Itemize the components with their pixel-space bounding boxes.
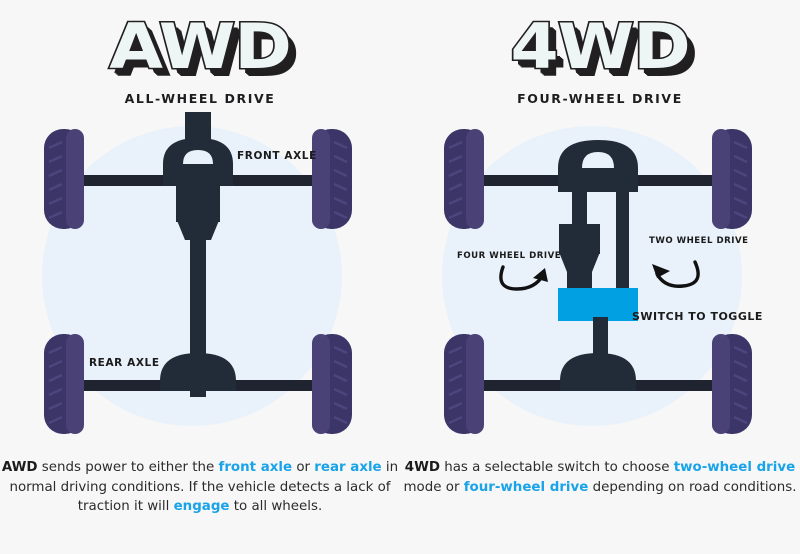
awd-subtitle: ALL-WHEEL DRIVE (124, 91, 276, 106)
caption-run-2: front axle (218, 460, 293, 475)
caption-run-0: 4WD (404, 460, 440, 475)
two-wheel-drive-arrow-icon (655, 260, 700, 288)
two-wheel-drive-shaft (616, 188, 629, 274)
front-differential-cap (183, 150, 213, 164)
label-switch-to-toggle: SWITCH TO TOGGLE (632, 310, 763, 323)
tire-front-right (712, 129, 752, 229)
four-wheel-drive-arrow-icon (499, 265, 545, 291)
four-wheel-drive-arrowhead-icon (533, 268, 548, 282)
awd-drivetrain-svg: FRONT AXLE REAR AXLE (44, 112, 352, 434)
caption-run-4: rear axle (314, 460, 382, 475)
toggle-switch[interactable] (558, 288, 638, 321)
label-two-wheel-drive: TWO WHEEL DRIVE (649, 236, 749, 246)
label-rear-axle: REAR AXLE (89, 357, 160, 369)
tire-rear-right (312, 334, 352, 434)
four-wheel-drive-taper (559, 252, 600, 272)
label-front-axle: FRONT AXLE (237, 150, 317, 162)
caption-run-4: four-wheel drive (463, 479, 589, 495)
caption-run-3: or (292, 460, 315, 475)
front-diff-taper (176, 218, 220, 240)
4wd-title-block: 4WD FOUR-WHEEL DRIVE (400, 0, 800, 106)
rear-differential (560, 353, 636, 391)
panel-awd: AWD ALL-WHEEL DRIVE (0, 0, 400, 517)
four-wheel-drive-shaft (572, 188, 587, 233)
awd-title-block: AWD ALL-WHEEL DRIVE (0, 0, 400, 106)
tire-front-left (444, 129, 484, 229)
caption-run-1: sends power to either the (37, 460, 219, 475)
4wd-caption: 4WD has a selectable switch to choose tw… (400, 458, 800, 497)
label-four-wheel-drive: FOUR WHEEL DRIVE (457, 251, 561, 261)
caption-run-0: AWD (1, 460, 38, 475)
caption-run-3: mode or (403, 479, 464, 495)
caption-run-1: has a selectable switch to choose (439, 460, 674, 475)
awd-title: AWD (108, 10, 294, 83)
tire-front-right (312, 129, 352, 229)
4wd-diagram: FOUR WHEEL DRIVE TWO WHEEL DRIVE SWITCH … (400, 112, 800, 442)
front-diff-body (176, 184, 220, 222)
caption-run-2: two-wheel drive (673, 460, 796, 475)
transfer-case-cap (582, 152, 614, 168)
tire-rear-left (44, 334, 84, 434)
4wd-title: 4WD (509, 10, 693, 83)
tire-rear-right (712, 334, 752, 434)
awd-caption: AWD sends power to either the front axle… (0, 458, 400, 517)
two-wheel-drive-shaft-lower (616, 262, 629, 294)
4wd-drivetrain-svg: FOUR WHEEL DRIVE TWO WHEEL DRIVE SWITCH … (444, 129, 763, 434)
four-wheel-drive-collar (559, 224, 600, 254)
caption-run-5: in normal driving conditions. If the veh… (9, 460, 399, 514)
rear-differential (160, 353, 236, 391)
two-wheel-drive-arrowhead-icon (652, 264, 670, 278)
tire-front-left (44, 129, 84, 229)
awd-diagram: FRONT AXLE REAR AXLE (0, 112, 400, 442)
4wd-subtitle: FOUR-WHEEL DRIVE (517, 91, 683, 106)
caption-run-7: to all wheels. (229, 499, 323, 514)
caption-run-6: engage (173, 499, 230, 514)
caption-run-5: depending on road conditions. (588, 479, 797, 495)
tire-rear-left (444, 334, 484, 434)
panel-4wd: 4WD FOUR-WHEEL DRIVE (400, 0, 800, 554)
